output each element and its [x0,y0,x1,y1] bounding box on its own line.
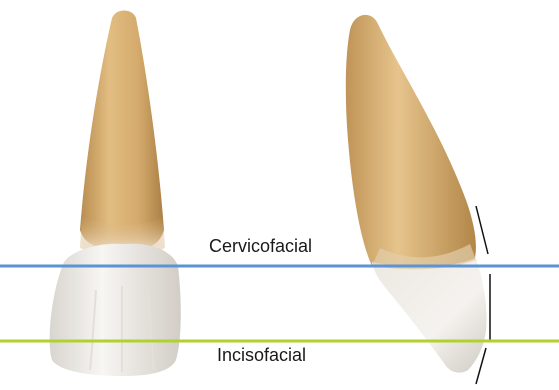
incisal-label: Incisofacial [217,345,306,366]
tooth-proximal-view [346,15,487,373]
tooth-labial-root [80,11,164,253]
bracket-upper-tick [476,206,488,254]
tooth-proximal-crown [372,258,487,373]
tooth-proximal-root [346,15,476,270]
tooth-labial-view [50,11,181,377]
cervical-label: Cervicofacial [209,236,312,257]
tooth-labial-crown [50,244,181,376]
